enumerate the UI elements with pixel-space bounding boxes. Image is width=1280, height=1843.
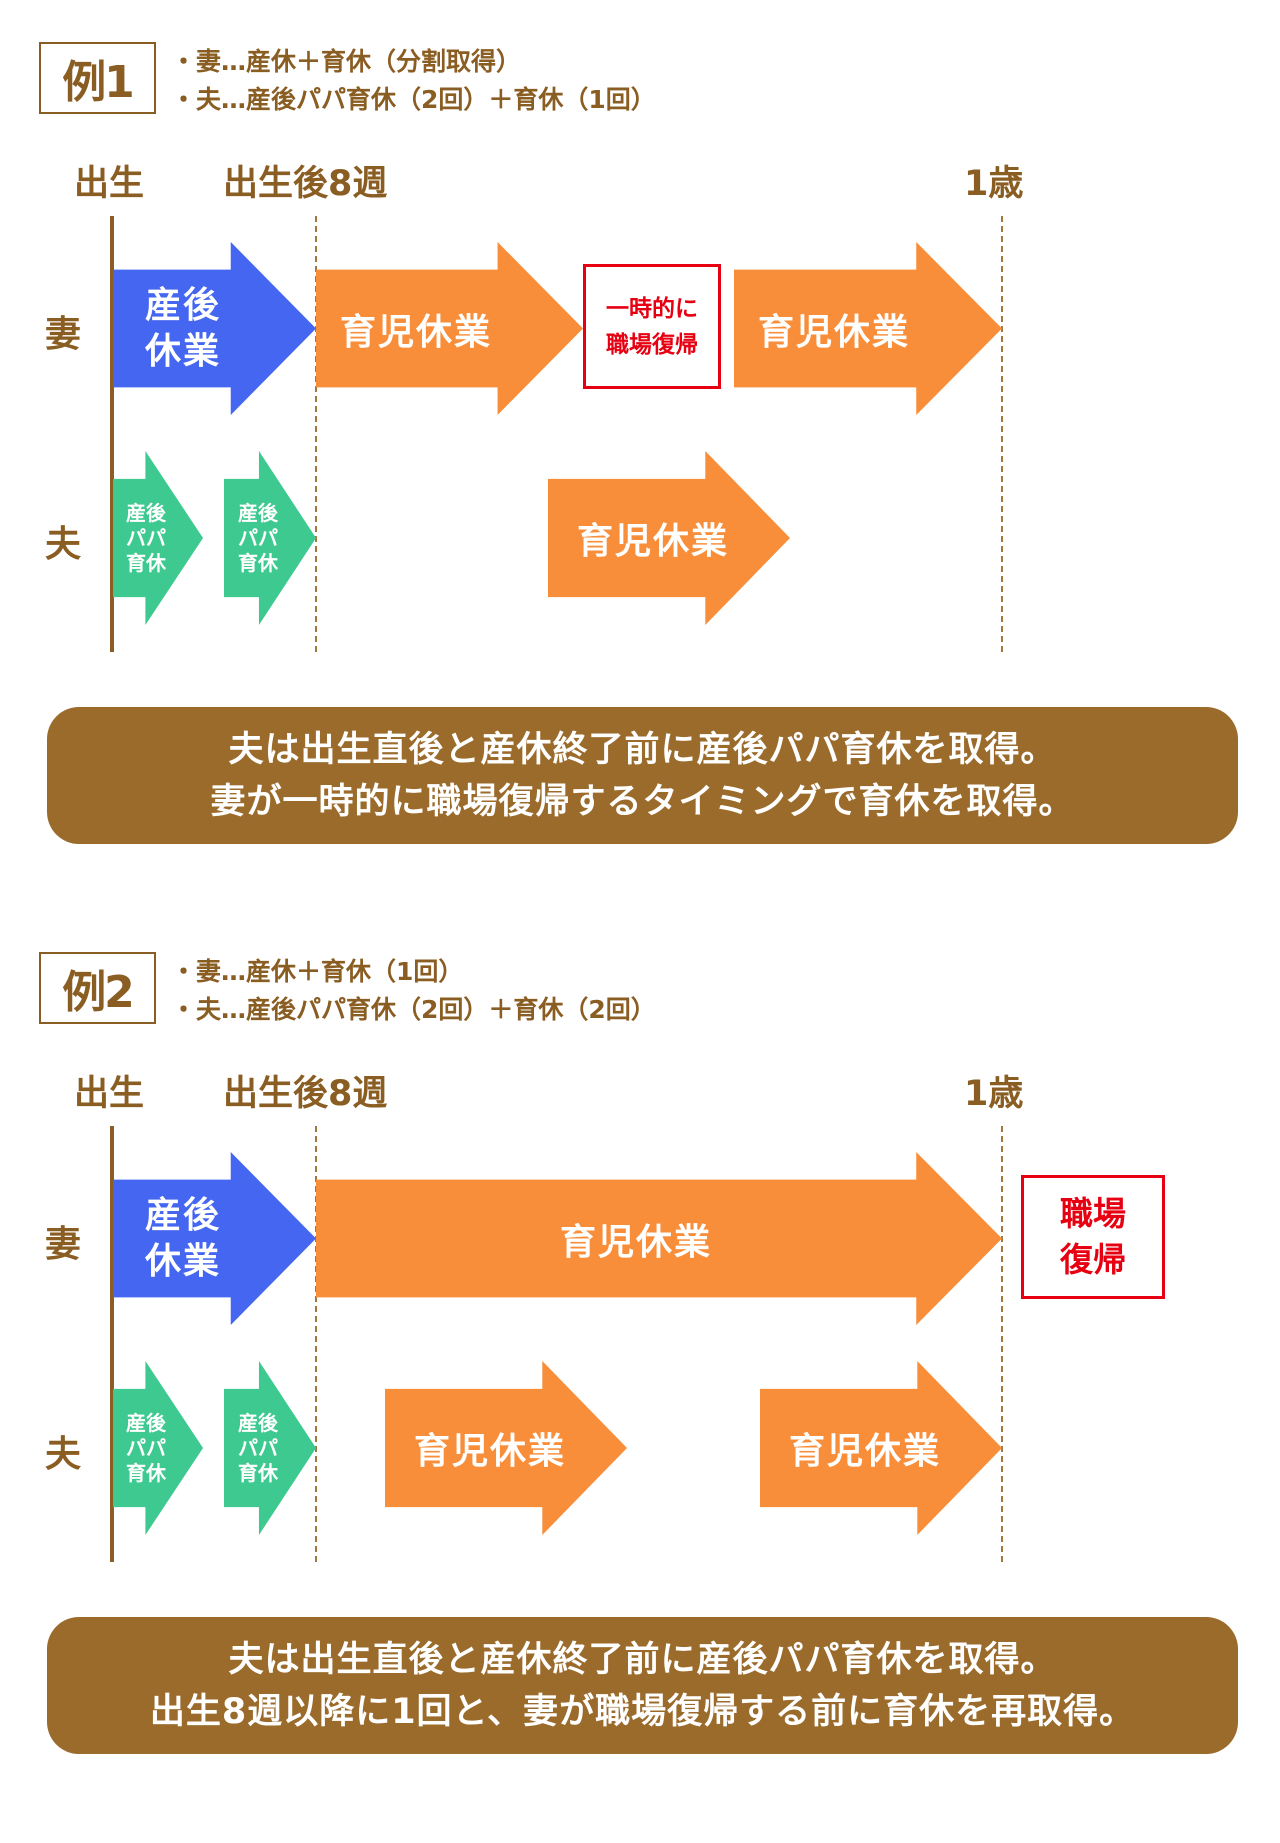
box-text: 一時的に xyxy=(606,295,698,322)
arrow-text: 育休 xyxy=(238,1460,278,1485)
arrow-text: 産後 xyxy=(144,284,221,326)
childcare-leave-arrow: 育児休業 xyxy=(316,242,583,415)
age1-dashed-line xyxy=(1001,216,1003,652)
summary-banner: 夫は出生直後と産休終了前に産後パパ育休を取得。 妻が一時的に職場復帰するタイミン… xyxy=(47,707,1238,844)
papa-leave-arrow: 産後パパ育休 xyxy=(224,451,316,625)
arrow-text: パパ xyxy=(126,1435,166,1460)
row-label-wife: 妻 xyxy=(45,1224,82,1265)
example-label: 例2 xyxy=(39,952,156,1024)
arrow-text: 育休 xyxy=(126,1460,166,1485)
row-label-wife: 妻 xyxy=(45,314,82,355)
timeline-age1: 1歳 xyxy=(964,164,1024,204)
summary-banner: 夫は出生直後と産休終了前に産後パパ育休を取得。 出生8週以降に1回と、妻が職場復… xyxy=(47,1617,1238,1754)
arrow-text: パパ xyxy=(126,525,166,550)
papa-leave-arrow: 産後パパ育休 xyxy=(113,451,203,625)
birth-line xyxy=(110,216,114,652)
summary-line: 夫は出生直後と産休終了前に産後パパ育休を取得。 xyxy=(228,729,1057,770)
timeline-age1: 1歳 xyxy=(964,1074,1024,1114)
timeline-week8: 出生後8週 xyxy=(223,1074,388,1114)
example-1: 例1 ・妻…産休＋育休（分割取得） ・夫…産後パパ育休（2回）＋育休（1回） 出… xyxy=(0,0,1280,900)
row-label-husband: 夫 xyxy=(45,524,82,565)
arrow-text: 育休 xyxy=(238,550,278,575)
return-to-work-box: 職場復帰 xyxy=(1021,1175,1165,1299)
arrow-text: 育休 xyxy=(126,550,166,575)
age1-dashed-line xyxy=(1001,1126,1003,1562)
arrow-text: 産後 xyxy=(238,1410,278,1435)
birth-line xyxy=(110,1126,114,1562)
childcare-leave-arrow: 育児休業 xyxy=(316,1152,1002,1325)
arrow-text: 休業 xyxy=(144,330,221,372)
arrow-text: 育児休業 xyxy=(576,521,729,562)
arrow-text: パパ xyxy=(238,1435,278,1460)
arrow-text: 育児休業 xyxy=(413,1431,566,1472)
box-text: 職場 xyxy=(1060,1194,1126,1233)
week8-dashed-line xyxy=(315,216,317,652)
maternity-leave-arrow: 産後休業 xyxy=(113,1152,316,1325)
bullet-wife: ・妻…産休＋育休（分割取得） xyxy=(171,47,522,76)
arrow-text: 育児休業 xyxy=(788,1431,941,1472)
arrow-text: 育児休業 xyxy=(757,311,910,353)
arrow-text: 育児休業 xyxy=(339,311,492,353)
childcare-leave-arrow: 育児休業 xyxy=(760,1361,1002,1535)
example-label: 例1 xyxy=(39,42,156,114)
bullet-wife: ・妻…産休＋育休（1回） xyxy=(171,957,464,986)
childcare-leave-arrow: 育児休業 xyxy=(385,1361,627,1535)
timeline-birth: 出生 xyxy=(74,164,145,204)
arrow-text: 育児休業 xyxy=(559,1221,712,1263)
arrow-text: 産後 xyxy=(126,1410,166,1435)
example-2: 例2 ・妻…産休＋育休（1回） ・夫…産後パパ育休（2回）＋育休（2回） 出生 … xyxy=(0,910,1280,1810)
bullet-husband: ・夫…産後パパ育休（2回）＋育休（1回） xyxy=(171,85,656,114)
arrow-text: 産後 xyxy=(238,500,278,525)
temporary-return-box: 一時的に職場復帰 xyxy=(583,264,721,389)
maternity-leave-arrow: 産後休業 xyxy=(113,242,316,415)
childcare-leave-arrow: 育児休業 xyxy=(734,242,1002,415)
timeline-birth: 出生 xyxy=(74,1074,145,1114)
childcare-leave-arrow: 育児休業 xyxy=(548,451,790,625)
summary-line: 夫は出生直後と産休終了前に産後パパ育休を取得。 xyxy=(228,1639,1057,1680)
arrow-text: 産後 xyxy=(144,1194,221,1236)
bullet-husband: ・夫…産後パパ育休（2回）＋育休（2回） xyxy=(171,995,656,1024)
box-text: 職場復帰 xyxy=(606,331,698,358)
arrow-text: パパ xyxy=(238,525,278,550)
summary-line: 妻が一時的に職場復帰するタイミングで育休を取得。 xyxy=(210,781,1075,822)
timeline-week8: 出生後8週 xyxy=(223,164,388,204)
summary-line: 出生8週以降に1回と、妻が職場復帰する前に育休を再取得。 xyxy=(149,1691,1136,1732)
row-label-husband: 夫 xyxy=(45,1434,82,1475)
papa-leave-arrow: 産後パパ育休 xyxy=(113,1361,203,1535)
box-text: 復帰 xyxy=(1060,1240,1126,1279)
week8-dashed-line xyxy=(315,1126,317,1562)
arrow-text: 産後 xyxy=(126,500,166,525)
papa-leave-arrow: 産後パパ育休 xyxy=(224,1361,316,1535)
arrow-text: 休業 xyxy=(144,1240,221,1282)
